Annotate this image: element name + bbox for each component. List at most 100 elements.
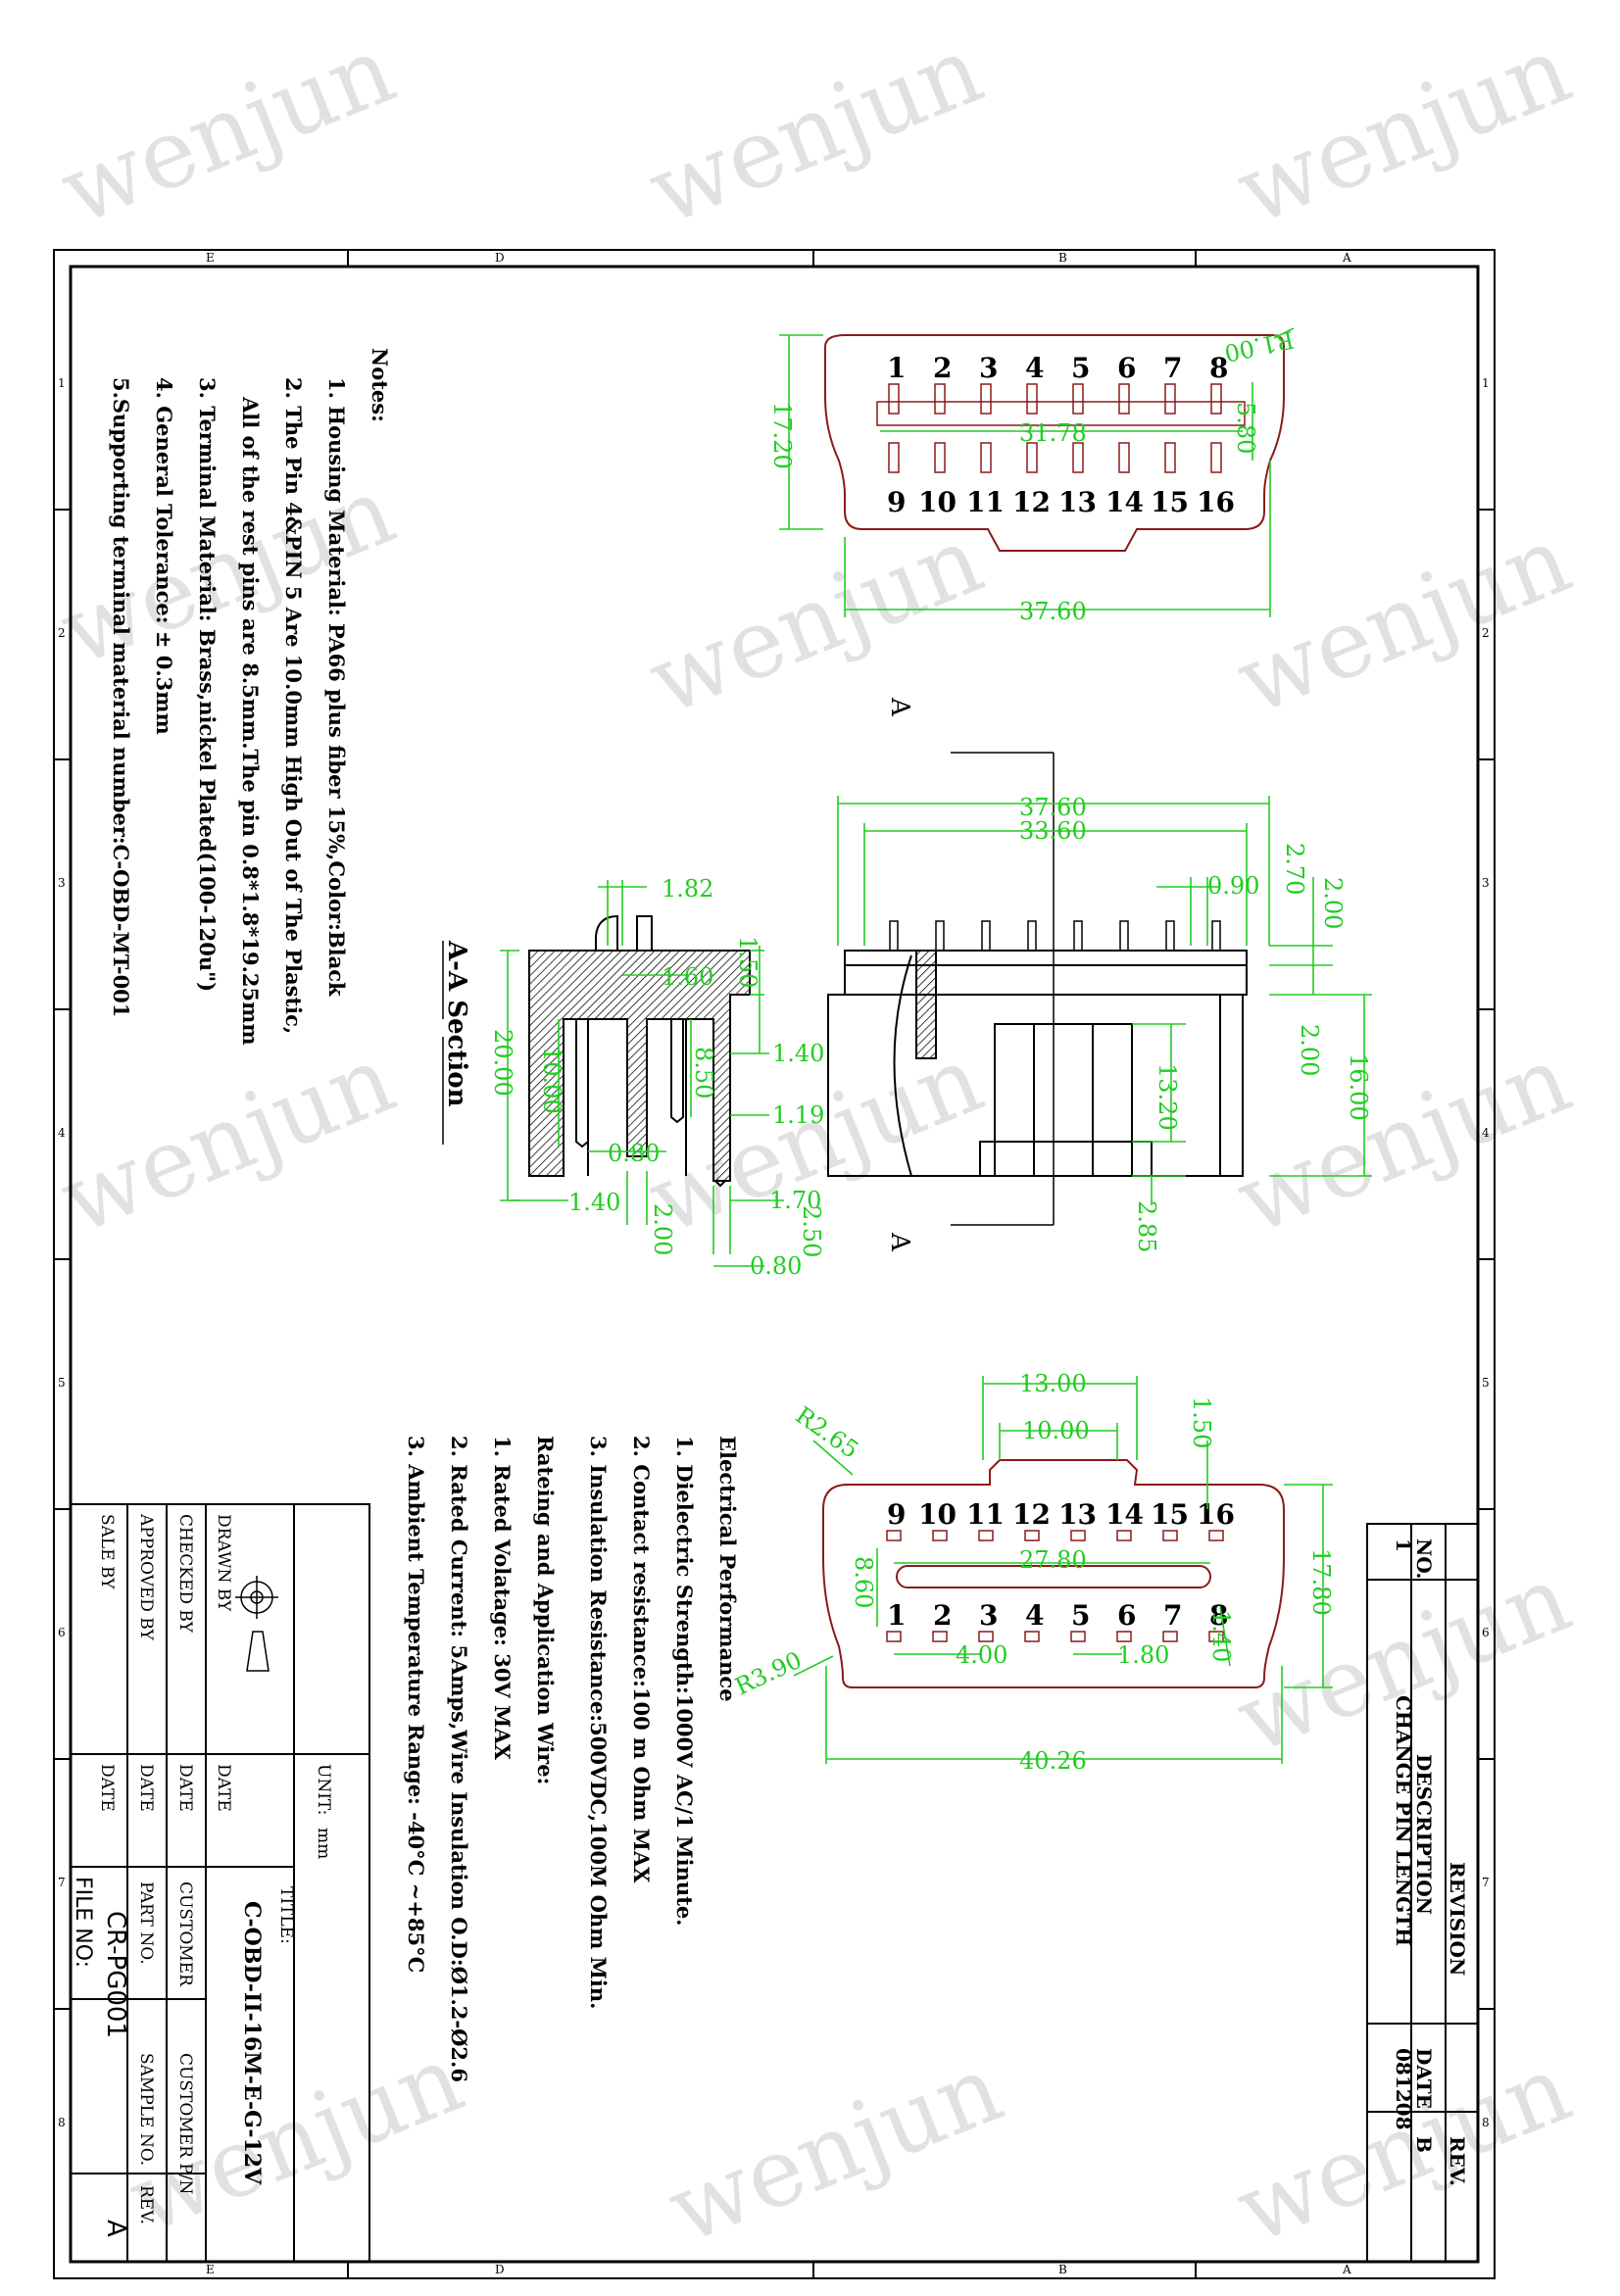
pin-number: 5 [1071, 1599, 1090, 1632]
section-label: A-A Section [442, 940, 471, 1145]
zone-letter: E [206, 251, 215, 265]
bottom-pin [886, 1530, 902, 1541]
top-pin [934, 442, 946, 473]
zone-number: 6 [1482, 1626, 1490, 1639]
section-title: A-A Section [442, 940, 471, 1107]
bottom-view-slot [896, 1565, 1211, 1588]
bottom-pin [978, 1631, 994, 1642]
date-label: DATE [175, 1764, 195, 1812]
zone-number: 2 [58, 626, 66, 640]
electrical-line: 1. Dielectric Strength:1000V AC/1 Minute… [672, 1436, 697, 1927]
revision-row-no: 1 [1392, 1539, 1415, 1552]
pin-labels: 1 2 3 4 5 6 7 8 9 10 11 12 13 14 15 16 9… [887, 352, 1235, 1632]
top-pin [1072, 442, 1084, 473]
title-value: C-OBD-II-16M-E-G-12V [239, 1901, 265, 2185]
section-view [528, 914, 751, 1188]
dimension-lines [500, 327, 1372, 1764]
pin-number: 16 [1197, 486, 1235, 518]
top-pin [888, 442, 900, 473]
notes-block: Notes: 1. Housing Material: PA66 plus fi… [109, 348, 392, 1046]
top-view-outline [824, 334, 1285, 552]
top-pin [1118, 383, 1130, 415]
dim-side-200b: 2.00 [1296, 1024, 1323, 1076]
approved-by-label: APPROVED BY [136, 1513, 156, 1641]
part-no-value: CR-PG001 [101, 1911, 130, 2038]
bottom-pin-row-upper [886, 1530, 1224, 1541]
side-pin [1073, 920, 1083, 952]
zone-letter: B [1058, 2263, 1067, 2276]
watermark-text: wenjun [1222, 505, 1585, 737]
dim-bot-1780: 17.80 [1307, 1548, 1335, 1616]
title-block-symbol [235, 1576, 278, 1672]
pin-number: 6 [1117, 1599, 1136, 1632]
zone-number: 3 [58, 876, 66, 890]
watermark-text: wenjun [46, 15, 409, 247]
zone-number: 1 [1482, 376, 1490, 390]
dim-bot-140: 1.40 [1207, 1610, 1235, 1662]
side-pin [935, 920, 945, 952]
pin-number: 13 [1058, 486, 1097, 518]
revision-text: REVISION NO. DESCRIPTION DATE REV. 1 CHA… [1392, 1539, 1469, 2186]
zone-letter: D [495, 2263, 505, 2276]
bottom-view-outline [822, 1459, 1285, 1688]
pin-number: 6 [1117, 352, 1136, 384]
pin-number: 5 [1071, 352, 1090, 384]
pin-number: 8 [1209, 352, 1228, 384]
pin-number: 14 [1105, 1498, 1144, 1531]
top-pin [1026, 442, 1038, 473]
title-label: TITLE: [276, 1886, 296, 1944]
pin-number: 3 [979, 352, 998, 384]
pin-number: 10 [918, 486, 957, 518]
zone-number: 3 [1482, 876, 1490, 890]
side-view-connector [827, 752, 1248, 1226]
dim-bot-180: 1.80 [1117, 1641, 1169, 1669]
bottom-pin [1024, 1631, 1040, 1642]
side-pin [1211, 920, 1221, 952]
checked-by-label: CHECKED BY [175, 1514, 195, 1634]
dim-sec-140a: 1.40 [772, 1040, 824, 1067]
revision-col-rev: REV. [1446, 2136, 1469, 2186]
dim-sec-080a: 0.80 [608, 1140, 660, 1167]
bottom-pin [1162, 1631, 1178, 1642]
watermark-text: wenjun [654, 2033, 1016, 2266]
top-pin [888, 383, 900, 415]
zone-number: 1 [58, 376, 66, 390]
dim-sec-850: 8.50 [690, 1047, 717, 1099]
zone-number: 8 [58, 2116, 66, 2129]
note-line: 1. Housing Material: PA66 plus fiber 15%… [324, 377, 349, 997]
drawn-by-label: DRAWN BY [214, 1514, 233, 1612]
side-pin [889, 920, 899, 952]
wire-line: 2. Rated Current: 5Amps,Wire Insulation … [447, 1436, 471, 2082]
rev-value: A [101, 2220, 130, 2237]
zone-letter: A [1342, 251, 1351, 265]
pin-number: 11 [966, 486, 1005, 518]
dim-bot-1000: 10.00 [1022, 1417, 1090, 1444]
side-pin [1119, 920, 1129, 952]
zone-letter: A [1342, 2263, 1351, 2276]
dim-sec-160: 1.60 [662, 963, 713, 991]
dim-side-200a: 2.00 [1319, 877, 1347, 929]
watermark-text: wenjun [115, 2024, 477, 2256]
dim-bot-r390: R3.90 [731, 1646, 807, 1701]
note-line: 3. Terminal Material: Brass,nickel Plate… [195, 377, 220, 992]
revision-row-date: 081208 [1392, 2048, 1415, 2130]
customer-label: CUSTOMER [175, 1881, 195, 1987]
top-pin [1210, 442, 1222, 473]
electrical-line: 2. Contact resistance:100 m Ohm MAX [629, 1436, 654, 1883]
pin-number: 12 [1012, 486, 1051, 518]
dim-sec-2000: 20.00 [489, 1029, 516, 1097]
electrical-block: Electrical Performance 1. Dielectric Str… [404, 1436, 740, 2082]
side-view-hatch-pin [915, 950, 937, 1059]
pin-number: 12 [1012, 1498, 1051, 1531]
bottom-pin [886, 1631, 902, 1642]
zone-number: 5 [1482, 1376, 1490, 1390]
dim-bot-150: 1.50 [1188, 1396, 1215, 1448]
watermark-text: wenjun [634, 505, 997, 737]
file-no-label: FILE NO: [71, 1877, 95, 1968]
side-view-latch [893, 954, 912, 1177]
dim-sec-200: 2.00 [649, 1203, 676, 1255]
bottom-view-connector [822, 1459, 1285, 1688]
dim-sec-250: 2.50 [798, 1205, 825, 1257]
dim-sec-140b: 1.40 [568, 1189, 620, 1216]
side-pin [981, 920, 991, 952]
